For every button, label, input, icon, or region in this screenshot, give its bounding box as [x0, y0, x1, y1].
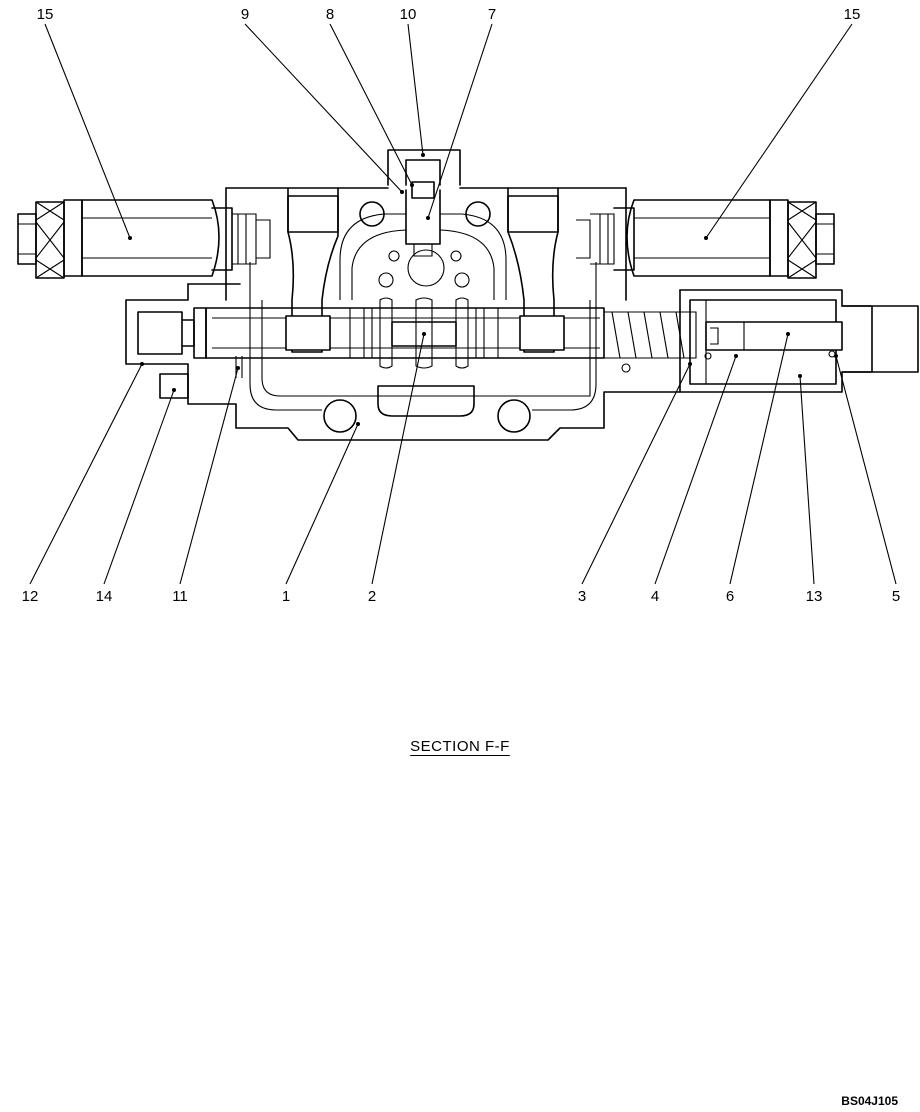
- valve-body: [125, 149, 681, 441]
- callout-7: 7: [488, 6, 496, 23]
- callout-15-left: 15: [37, 6, 54, 23]
- callout-15-right: 15: [844, 6, 861, 23]
- callout-5: 5: [892, 588, 900, 605]
- left-end-cap: [137, 311, 243, 399]
- callout-6: 6: [726, 588, 734, 605]
- leader-lines: [29, 23, 897, 585]
- section-title-text: SECTION F-F: [410, 738, 510, 755]
- callout-9: 9: [241, 6, 249, 23]
- spring-cover: [604, 289, 919, 393]
- spool: [193, 297, 605, 369]
- left-solenoid: [17, 199, 271, 279]
- callout-2: 2: [368, 588, 376, 605]
- callout-1: 1: [282, 588, 290, 605]
- callout-8: 8: [326, 6, 334, 23]
- drawing-code: BS04J105: [841, 1094, 898, 1108]
- leader-dots: [128, 153, 838, 426]
- callout-10: 10: [400, 6, 417, 23]
- section-title: SECTION F-F: [0, 738, 920, 755]
- callout-14: 14: [96, 588, 113, 605]
- callout-4: 4: [651, 588, 659, 605]
- callout-12: 12: [22, 588, 39, 605]
- callout-3: 3: [578, 588, 586, 605]
- callout-11: 11: [172, 588, 188, 605]
- callout-13: 13: [806, 588, 823, 605]
- callout-labels: 15 9 8 10 7 15 12 14 11 1 2 3 4 6 13 5: [22, 6, 901, 605]
- right-solenoid: [576, 199, 835, 279]
